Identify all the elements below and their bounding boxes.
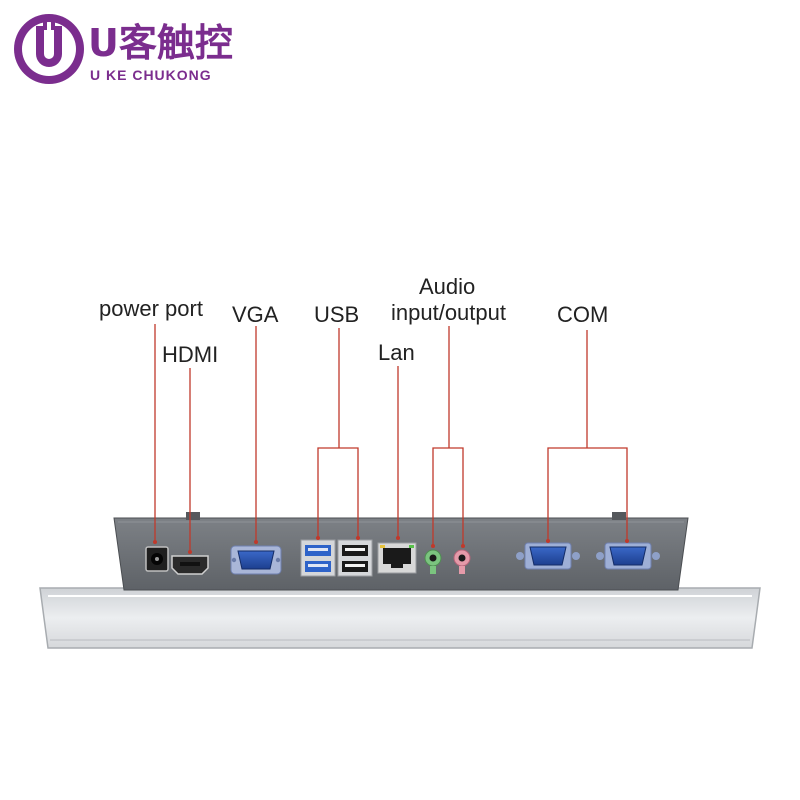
dc-jack-icon [145,546,169,572]
label-audio-io: input/output [391,300,506,325]
label-vga: VGA [232,302,279,327]
u-plug-logo-icon [14,14,84,84]
label-usb: USB [314,302,360,327]
label-com: COM [557,302,609,327]
label-hdmi: HDMI [162,342,219,367]
vga-port-icon [230,545,282,575]
hdmi-port-icon [171,555,209,575]
label-lan: Lan [378,340,415,365]
label-power-port: power port [99,296,203,321]
label-audio: Audio [419,274,476,299]
brand-name: U客触控 [88,21,233,65]
usb-port-icon [300,539,373,577]
brand-tagline: U KE CHUKONG [90,67,212,83]
db9-port-icon [516,542,660,570]
rj45-port-icon [377,542,417,574]
callout-dots [153,536,629,554]
audio-jack-icon [424,549,471,574]
callout-lines [154,324,628,552]
aluminum-frame [39,587,761,649]
